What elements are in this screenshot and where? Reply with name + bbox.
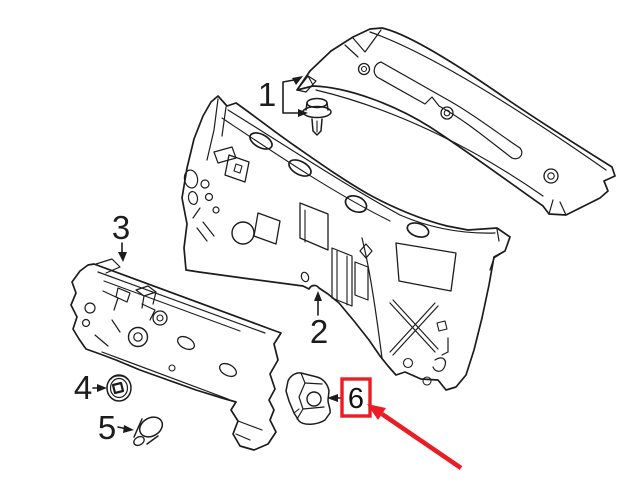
dash-panel-drawing — [181, 95, 511, 391]
callout-3-pointer — [118, 242, 127, 262]
bracket-drawing — [285, 372, 331, 425]
callout-label-5[interactable]: 5 — [98, 409, 116, 446]
callout-label-1[interactable]: 1 — [258, 76, 276, 113]
callout-label-2[interactable]: 2 — [310, 313, 328, 350]
insulator-panel-drawing — [70, 258, 282, 451]
red-highlight-arrow-icon — [367, 404, 463, 470]
callout-5-pointer — [117, 425, 134, 433]
grommet-drawing — [106, 374, 132, 402]
callout-4-pointer — [92, 384, 107, 392]
callout-label-3[interactable]: 3 — [112, 209, 130, 246]
callout-1-pointer — [282, 76, 308, 117]
plug-drawing — [133, 416, 164, 447]
callout-2-pointer — [314, 291, 322, 316]
push-pin-clip-drawing — [302, 97, 332, 136]
callout-label-6[interactable]: 6 — [348, 383, 364, 415]
cowl-grille-panel-drawing — [296, 27, 616, 216]
callout-6-pointer — [327, 394, 342, 402]
callout-label-4[interactable]: 4 — [74, 369, 92, 406]
callout-6-highlight-box[interactable]: 6 — [340, 377, 372, 418]
